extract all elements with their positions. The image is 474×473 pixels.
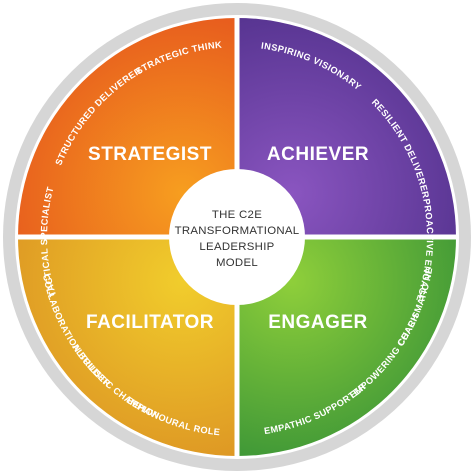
quadrant-facilitator [18,237,237,456]
center-line-3: LEADERSHIP [199,241,274,253]
center-line-2: TRANSFORMATIONAL [175,225,300,237]
title-achiever: ACHIEVER [267,144,369,165]
quadrant-achiever [237,18,456,237]
quadrant-strategist [18,18,237,237]
quadrant-engager [237,237,456,456]
center-line-4: MODEL [216,257,258,269]
center-line-1: THE C2E [212,209,262,221]
title-facilitator: FACILITATOR [86,312,214,333]
title-strategist: STRATEGIST [88,144,212,165]
center-circle [169,169,305,305]
title-engager: ENGAGER [268,312,368,333]
